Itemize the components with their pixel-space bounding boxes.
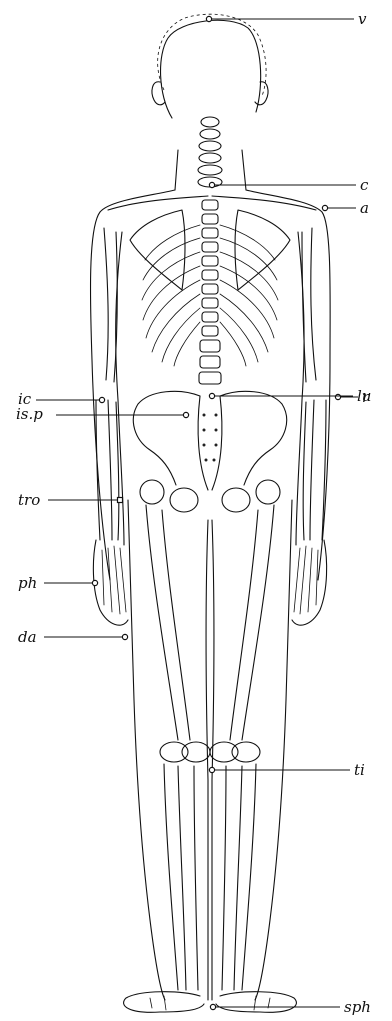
point-ti — [209, 767, 214, 772]
label-c: c — [360, 176, 369, 194]
label-a: a — [360, 199, 369, 217]
rib-cage — [142, 225, 278, 366]
point-lu — [209, 393, 214, 398]
point-c — [209, 182, 214, 187]
point-isp — [183, 412, 188, 417]
spine — [199, 200, 221, 384]
label-ph: ph — [18, 574, 37, 592]
body-outline — [90, 14, 330, 1000]
point-ph — [92, 580, 97, 585]
point-r — [335, 394, 340, 399]
knees — [160, 742, 260, 762]
labels: v c a r lu ic is.p tro ph da ti sph — [16, 10, 371, 1016]
point-a — [322, 205, 327, 210]
label-ti: ti — [354, 761, 365, 779]
label-sph: sph — [344, 998, 371, 1016]
label-lu: lu — [357, 387, 371, 405]
landmarks — [36, 16, 358, 1009]
point-v — [206, 16, 211, 21]
point-sph — [210, 1004, 215, 1009]
label-v: v — [358, 10, 367, 28]
point-tro — [118, 498, 123, 503]
point-da — [122, 634, 127, 639]
cervical-spine — [198, 117, 222, 187]
pelvis — [133, 391, 286, 512]
label-da: da — [18, 628, 37, 646]
label-tro: tro — [18, 491, 40, 509]
point-ic — [99, 397, 104, 402]
label-isp: is.p — [16, 405, 43, 423]
